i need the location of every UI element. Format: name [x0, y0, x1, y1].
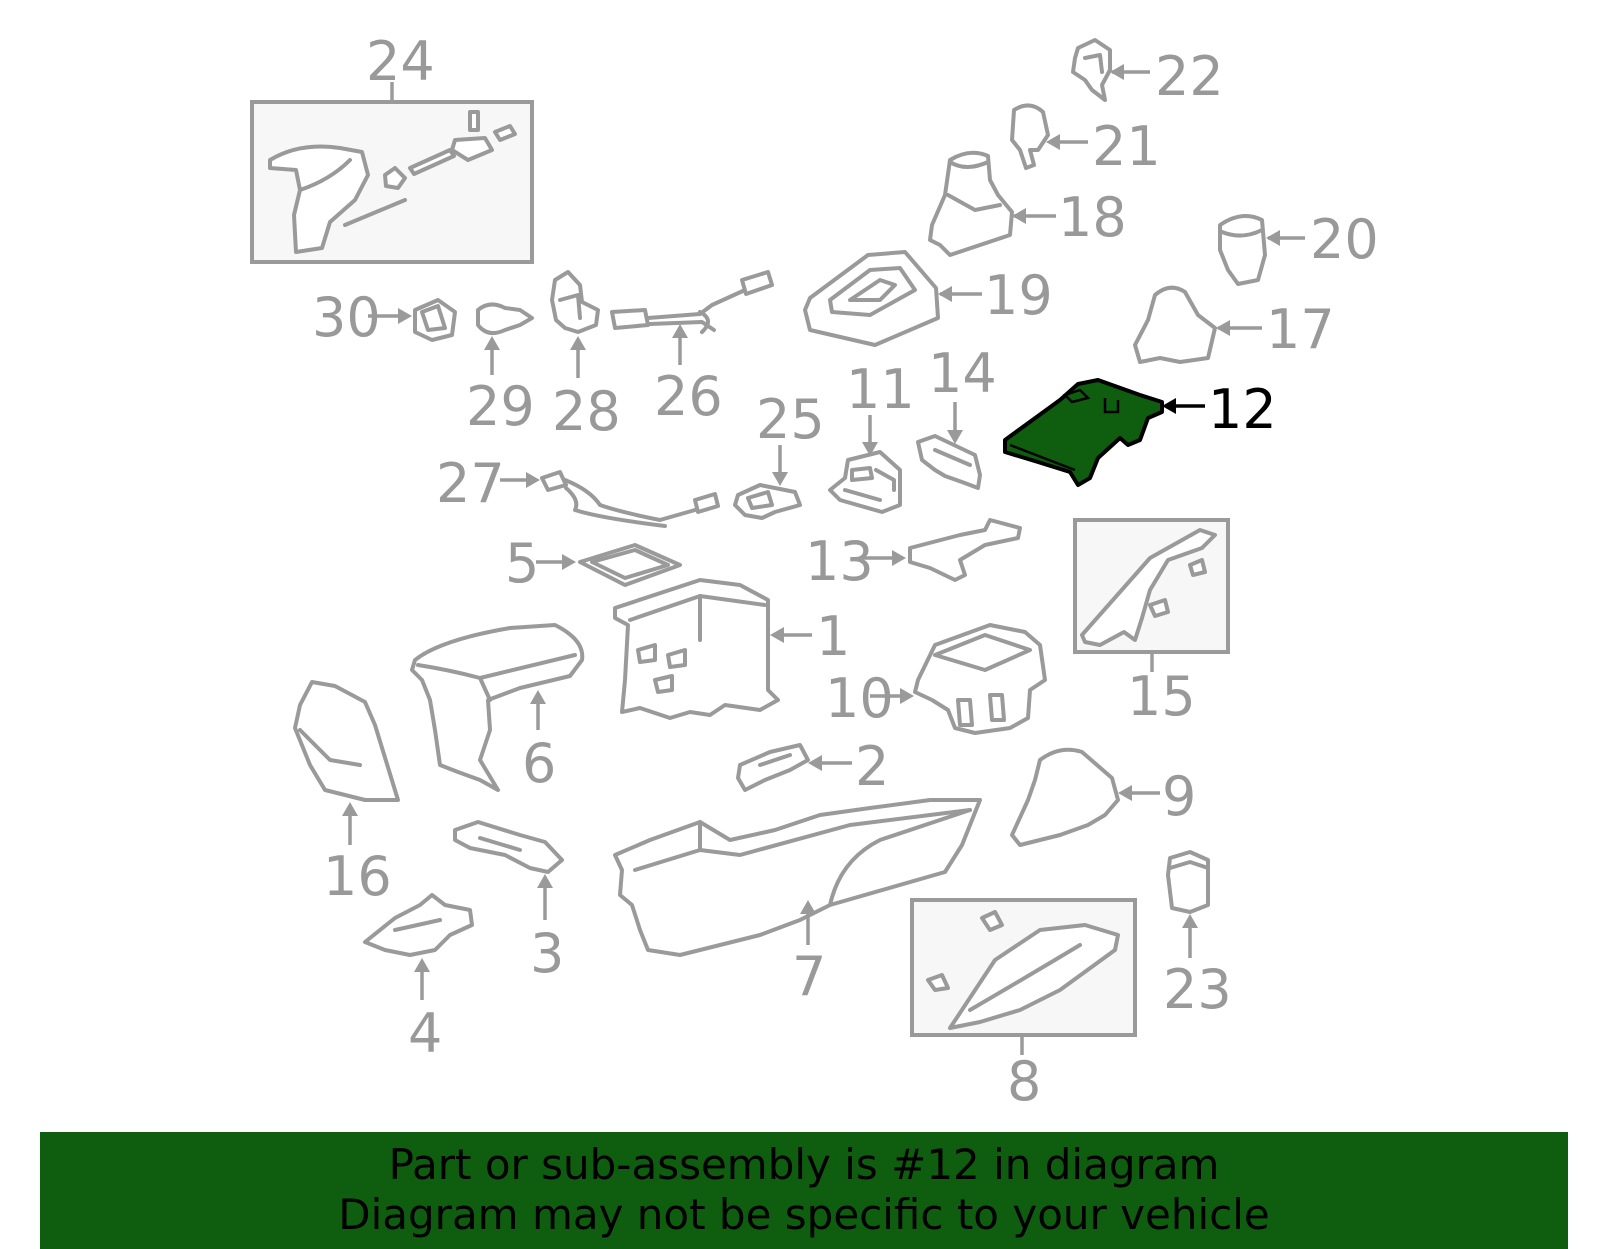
callout-28: 28 — [552, 380, 621, 443]
info-banner: Part or sub-assembly is #12 in diagram D… — [40, 1132, 1568, 1249]
part-4-bracket[interactable] — [363, 893, 474, 1000]
callout-20: 20 — [1310, 208, 1379, 271]
part-2-clip-bracket[interactable] — [736, 743, 852, 792]
part-16-side-cover[interactable] — [293, 680, 400, 845]
part-30-clip[interactable] — [368, 298, 457, 342]
banner-line-1: Part or sub-assembly is #12 in diagram — [388, 1140, 1220, 1189]
callout-17: 17 — [1266, 298, 1335, 361]
callout-18: 18 — [1058, 186, 1127, 249]
callout-7: 7 — [792, 945, 826, 1008]
part-5-mat[interactable] — [536, 543, 682, 587]
part-29-socket[interactable] — [476, 302, 534, 375]
callout-19: 19 — [984, 264, 1053, 327]
part-21-shift-knob-cap[interactable] — [1010, 103, 1088, 170]
part-11-switch-panel[interactable] — [828, 415, 902, 514]
callout-13: 13 — [805, 530, 874, 593]
callout-8: 8 — [1007, 1050, 1041, 1113]
callout-23: 23 — [1163, 958, 1232, 1021]
part-6-armrest-lid[interactable] — [410, 623, 585, 792]
part-28-switch[interactable] — [550, 270, 600, 378]
callout-26: 26 — [654, 365, 723, 428]
part-23-connector[interactable] — [1166, 850, 1210, 958]
part-26-wire-harness[interactable] — [610, 270, 774, 365]
callout-12: 12 — [1208, 378, 1277, 441]
callout-4: 4 — [408, 1002, 442, 1065]
part-8-side-panel-box[interactable] — [910, 898, 1137, 1055]
callout-9: 9 — [1162, 765, 1196, 828]
callout-3: 3 — [530, 922, 564, 985]
callout-29: 29 — [466, 375, 535, 438]
callout-1: 1 — [816, 605, 850, 668]
callout-2: 2 — [855, 735, 889, 798]
part-22-knob-insert[interactable] — [1071, 38, 1150, 102]
callout-5: 5 — [505, 532, 539, 595]
part-15-side-panel-box[interactable] — [1073, 518, 1230, 672]
callout-24: 24 — [366, 30, 435, 93]
part-7-console-base[interactable] — [613, 798, 982, 957]
part-14-bracket[interactable] — [916, 402, 982, 490]
callout-16: 16 — [323, 845, 392, 908]
part-25-bezel[interactable] — [733, 445, 802, 520]
callout-10: 10 — [825, 667, 894, 730]
part-10-cup-holder[interactable] — [870, 623, 1047, 735]
callout-30: 30 — [312, 286, 381, 349]
part-3-bracket[interactable] — [453, 820, 564, 920]
parts-diagram: 24 22 21 18 20 19 — [250, 30, 1379, 1113]
part-12-highlighted-console-panel[interactable] — [1003, 378, 1205, 487]
callout-6: 6 — [522, 732, 556, 795]
part-20-shift-knob[interactable] — [1218, 214, 1305, 286]
callout-21: 21 — [1092, 115, 1161, 178]
callout-22: 22 — [1155, 45, 1224, 108]
part-17-knob-boot[interactable] — [1133, 285, 1262, 364]
part-9-side-trim[interactable] — [1010, 747, 1160, 847]
part-19-shift-indicator-panel[interactable] — [803, 250, 982, 347]
part-24-parking-brake-assembly[interactable] — [250, 82, 534, 264]
part-1-console-body[interactable] — [613, 578, 812, 720]
part-27-wire-harness[interactable] — [500, 470, 720, 528]
callout-11: 11 — [846, 358, 915, 421]
part-13-bracket[interactable] — [862, 518, 1022, 582]
callout-25: 25 — [756, 388, 825, 451]
part-18-shift-boot[interactable] — [928, 150, 1056, 257]
callout-27: 27 — [436, 452, 505, 515]
callout-15: 15 — [1127, 665, 1196, 728]
banner-line-2: Diagram may not be specific to your vehi… — [338, 1190, 1270, 1239]
callout-14: 14 — [928, 342, 997, 405]
